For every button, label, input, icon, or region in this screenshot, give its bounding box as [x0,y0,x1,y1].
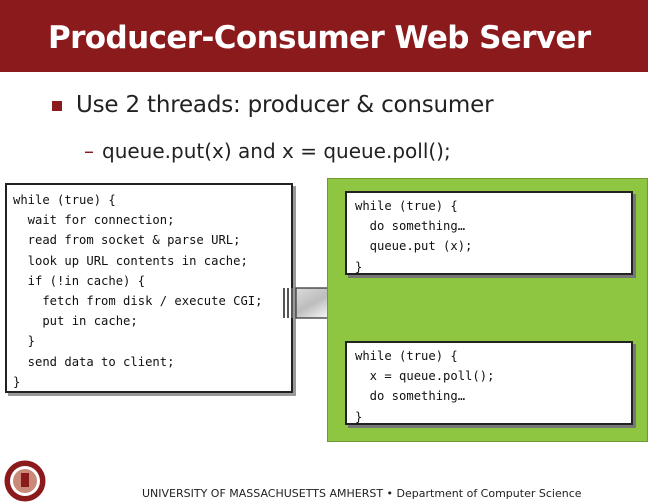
university-seal-icon [3,459,47,503]
sub-bullet-item: –queue.put(x) and x = queue.poll(); [84,139,451,163]
page-number: 13 [622,488,633,497]
slide-title: Producer-Consumer Web Server [48,20,591,56]
single-thread-code-box: while (true) { wait for connection; read… [5,183,293,393]
bullet-square-icon [52,101,62,111]
single-thread-code: while (true) { wait for connection; read… [13,193,263,389]
dash-icon: – [84,139,94,163]
title-bar: Producer-Consumer Web Server [0,0,648,72]
producer-code-box: while (true) { do something… queue.put (… [345,191,633,275]
consumer-code-box: while (true) { x = queue.poll(); do some… [345,341,633,425]
consumer-code: while (true) { x = queue.poll(); do some… [355,349,495,424]
sub-bullet-text: queue.put(x) and x = queue.poll(); [102,139,451,163]
footer-text: UNIVERSITY OF MASSACHUSETTS AMHERST • De… [142,487,582,500]
bullet-text: Use 2 threads: producer & consumer [76,92,494,118]
producer-code: while (true) { do something… queue.put (… [355,199,473,274]
bullet-item: Use 2 threads: producer & consumer [52,92,494,118]
